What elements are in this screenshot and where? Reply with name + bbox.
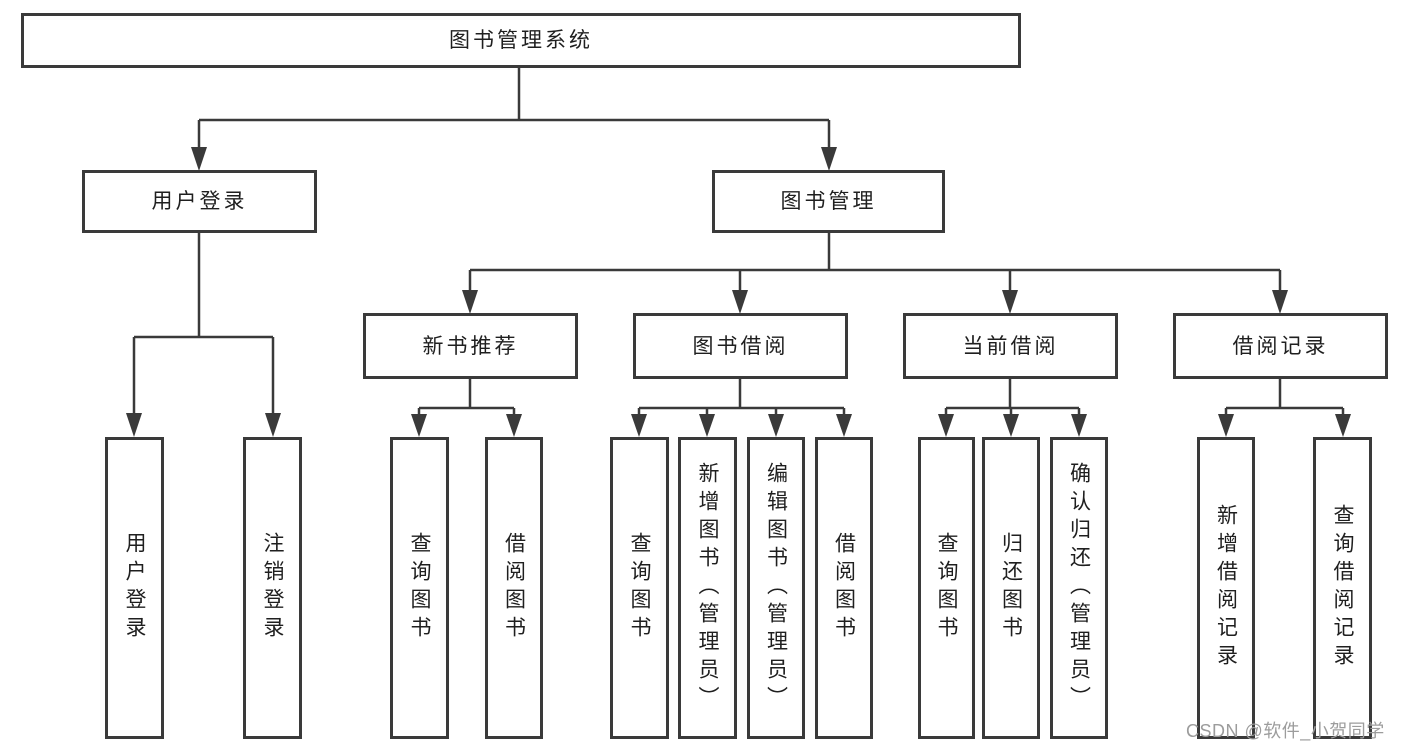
leaf-add-borrow-record-label: 新增借阅记录	[1214, 504, 1238, 672]
node-borrow-records: 借阅记录	[1173, 313, 1388, 379]
leaf-user-login-label: 用户登录	[123, 532, 146, 644]
leaf-query-books-current: 查询图书	[918, 437, 975, 739]
leaf-user-login: 用户登录	[105, 437, 164, 739]
leaf-edit-books-admin: 编辑图书（管理员）	[747, 437, 805, 739]
node-book-borrow: 图书借阅	[633, 313, 848, 379]
leaf-return-books-label: 归还图书	[999, 532, 1023, 644]
leaf-add-books-admin-label: 新增图书（管理员）	[696, 462, 719, 714]
node-user-login: 用户登录	[82, 170, 317, 233]
leaf-add-borrow-record: 新增借阅记录	[1197, 437, 1255, 739]
node-book-management: 图书管理	[712, 170, 945, 233]
leaf-logout-label: 注销登录	[261, 532, 284, 644]
leaf-query-books-borrow-label: 查询图书	[628, 532, 651, 644]
leaf-return-books: 归还图书	[982, 437, 1040, 739]
node-root-label: 图书管理系统	[449, 29, 593, 52]
node-borrow-records-label: 借阅记录	[1232, 334, 1329, 358]
leaf-borrow-books-label: 借阅图书	[832, 532, 856, 644]
leaf-query-borrow-record-label: 查询借阅记录	[1331, 504, 1354, 672]
node-current-borrow-label: 当前借阅	[962, 334, 1059, 358]
leaf-query-borrow-record: 查询借阅记录	[1313, 437, 1372, 739]
node-book-management-label: 图书管理	[780, 190, 877, 213]
arrowheads	[126, 147, 1351, 437]
leaf-borrow-books-recommend: 借阅图书	[485, 437, 543, 739]
node-book-borrow-label: 图书借阅	[692, 334, 789, 358]
node-current-borrow: 当前借阅	[903, 313, 1118, 379]
leaf-add-books-admin: 新增图书（管理员）	[678, 437, 737, 739]
node-new-book-recommend: 新书推荐	[363, 313, 578, 379]
node-new-book-recommend-label: 新书推荐	[422, 334, 519, 358]
leaf-confirm-return-admin: 确认归还（管理员）	[1050, 437, 1108, 739]
leaf-edit-books-admin-label: 编辑图书（管理员）	[764, 462, 788, 714]
leaf-query-books-recommend: 查询图书	[390, 437, 449, 739]
leaf-borrow-books: 借阅图书	[815, 437, 873, 739]
leaf-query-books-current-label: 查询图书	[935, 532, 958, 644]
leaf-query-books-recommend-label: 查询图书	[408, 532, 431, 644]
csdn-watermark: CSDN @软件_小贺同学	[1186, 721, 1385, 741]
leaf-logout: 注销登录	[243, 437, 302, 739]
node-user-login-label: 用户登录	[151, 190, 248, 213]
leaf-confirm-return-admin-label: 确认归还（管理员）	[1067, 462, 1091, 714]
leaf-query-books-borrow: 查询图书	[610, 437, 669, 739]
leaf-borrow-books-recommend-label: 借阅图书	[502, 532, 526, 644]
node-root: 图书管理系统	[21, 13, 1021, 68]
